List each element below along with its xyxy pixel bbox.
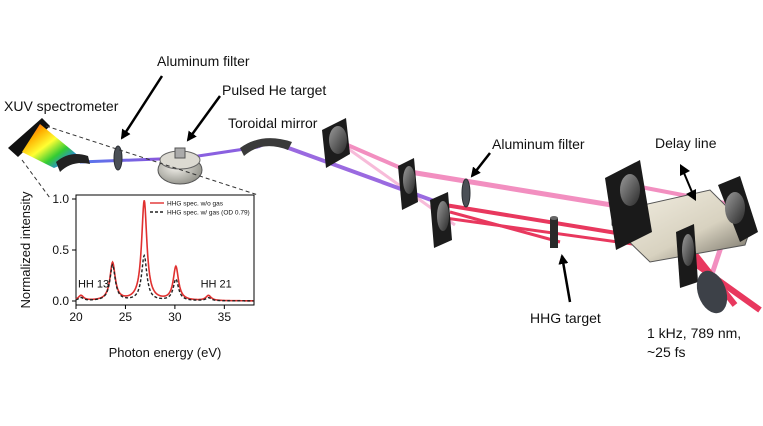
mirror-1 [322,118,350,168]
label-xuv-spectrometer: XUV spectrometer [4,98,119,114]
label-hhg-target: HHG target [530,310,601,326]
arrow-aluminum-filter-2 [470,152,491,178]
legend-label-0: HHG spec. w/o gas [167,201,224,208]
arrow-pulsed-he-target [186,95,222,142]
delay-mirror-bottom [682,234,694,266]
mirror-3 [430,192,452,248]
ir-beam-dark-6 [449,210,561,244]
x-axis-label: Photon energy (eV) [109,345,222,360]
zoom-lines [21,125,259,199]
x-tick-label-1: 25 [119,310,133,324]
y-tick-label-0: 0.0 [52,294,69,308]
plot-frame [75,194,255,306]
annotation-1: HH 21 [201,279,232,291]
y-tick-label-1: 0.5 [52,243,69,257]
y-axis-label: Normalized intensity [18,191,33,309]
label-pulsed-he-target: Pulsed He target [222,82,327,98]
label-toroidal-mirror: Toroidal mirror [228,115,318,131]
arrow-hhg-target [558,254,572,303]
he-cell-nozzle [174,147,186,159]
ir-beam-dark-5 [688,257,762,313]
annotation-0: HH 13 [78,279,109,291]
output-lens [696,270,728,314]
delay-line [605,160,758,314]
x-tick-label-0: 20 [69,310,83,324]
mirror-2 [398,158,418,210]
aluminum-filter-1 [113,145,123,171]
delay-mirror-left [620,174,640,206]
spectrometer-grating [56,154,90,172]
xuv-spectrometer [8,118,90,172]
ir-beam-light-3 [409,169,631,211]
label-aluminum-filter-1: Aluminum filter [157,53,250,69]
legend-label-1: HHG spec. w/ gas (OD 0.79) [167,210,250,217]
x-tick-label-3: 35 [218,310,232,324]
hhg-target [550,216,558,248]
label-delay-line: Delay line [655,135,717,151]
label-laser-params: 1 kHz, 789 nm, ~25 fs [647,325,742,360]
series-line-1 [75,253,254,302]
pointer-arrows [120,75,572,303]
aluminum-filter-2 [461,178,471,208]
toroidal-mirror [240,138,292,156]
pulsed-he-target [157,147,203,185]
ir-beam-dark-2 [444,203,611,234]
spectrum-inset-chart: 20 25 30 35 0.0 0.5 1.0 HH 13 HH 21 HHG spec. … [18,191,255,360]
label-aluminum-filter-2: Aluminum filter [492,136,585,152]
delay-mirror-right [725,192,745,224]
delay-double-arrow-icon [680,164,696,201]
y-tick-label-2: 1.0 [52,192,69,206]
x-tick-label-2: 30 [168,310,182,324]
arrow-aluminum-filter-1 [120,75,164,140]
